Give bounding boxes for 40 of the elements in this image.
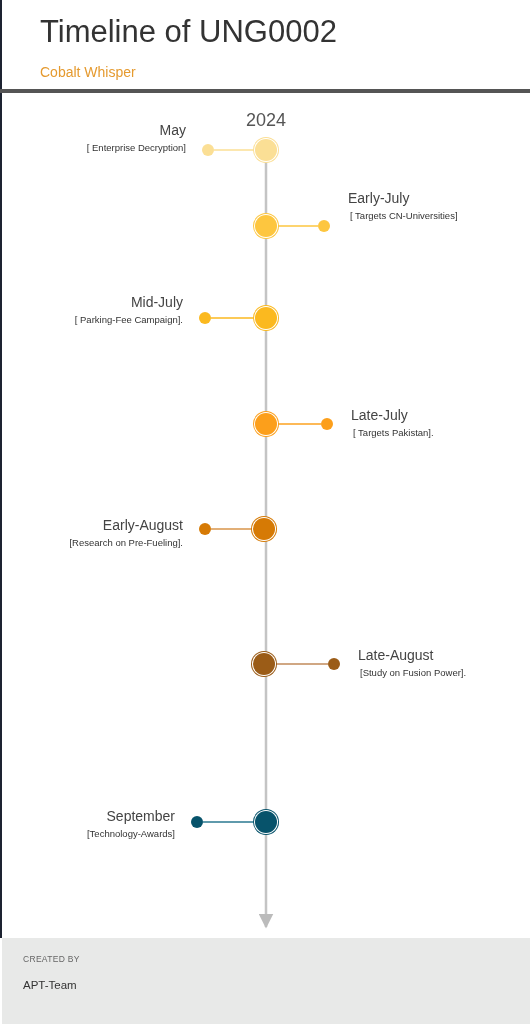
timeline-marker [255,811,277,833]
event-dot [202,144,214,156]
date-label: May [159,122,186,138]
title: Timeline of UNG0002 [40,14,337,50]
event-label: [ Enterprise Decryption] [86,142,186,153]
connector-line [210,317,256,319]
connector-line [202,821,256,823]
timeline-marker [255,215,277,237]
subtitle: Cobalt Whisper [40,64,136,80]
event-dot [191,816,203,828]
date-label: Late-July [351,407,408,423]
event-label: [ Targets CN-Universities] [350,210,458,221]
timeline-marker [255,139,277,161]
footer-heading: CREATED BY [23,954,80,964]
date-label: Late-August [358,647,434,663]
timeline-marker [255,413,277,435]
connector-line [276,423,322,425]
event-label: [ Parking-Fee Campaign]. [74,314,183,325]
connector-line [276,225,319,227]
date-label: Mid-July [130,294,183,310]
date-label: Early-August [102,517,183,533]
date-label: September [106,808,175,824]
event-dot [321,418,333,430]
event-label: [Technology-Awards] [87,828,175,839]
timeline-marker [253,653,275,675]
credit-text: APT-Team [23,979,77,991]
connector-line [274,663,329,665]
event-dot [328,658,340,670]
date-label: Early-July [348,190,410,206]
event-dot [199,312,211,324]
event-label: [ Targets Pakistan]. [353,427,434,438]
connector-line [210,528,254,530]
year-label: 2024 [246,110,286,131]
connector-line [213,149,256,151]
event-label: [Research on Pre-Fueling]. [69,537,183,548]
timeline-marker [255,307,277,329]
event-label: [Study on Fusion Power]. [360,667,467,678]
event-dot [199,523,211,535]
timeline-marker [253,518,275,540]
event-dot [318,220,330,232]
